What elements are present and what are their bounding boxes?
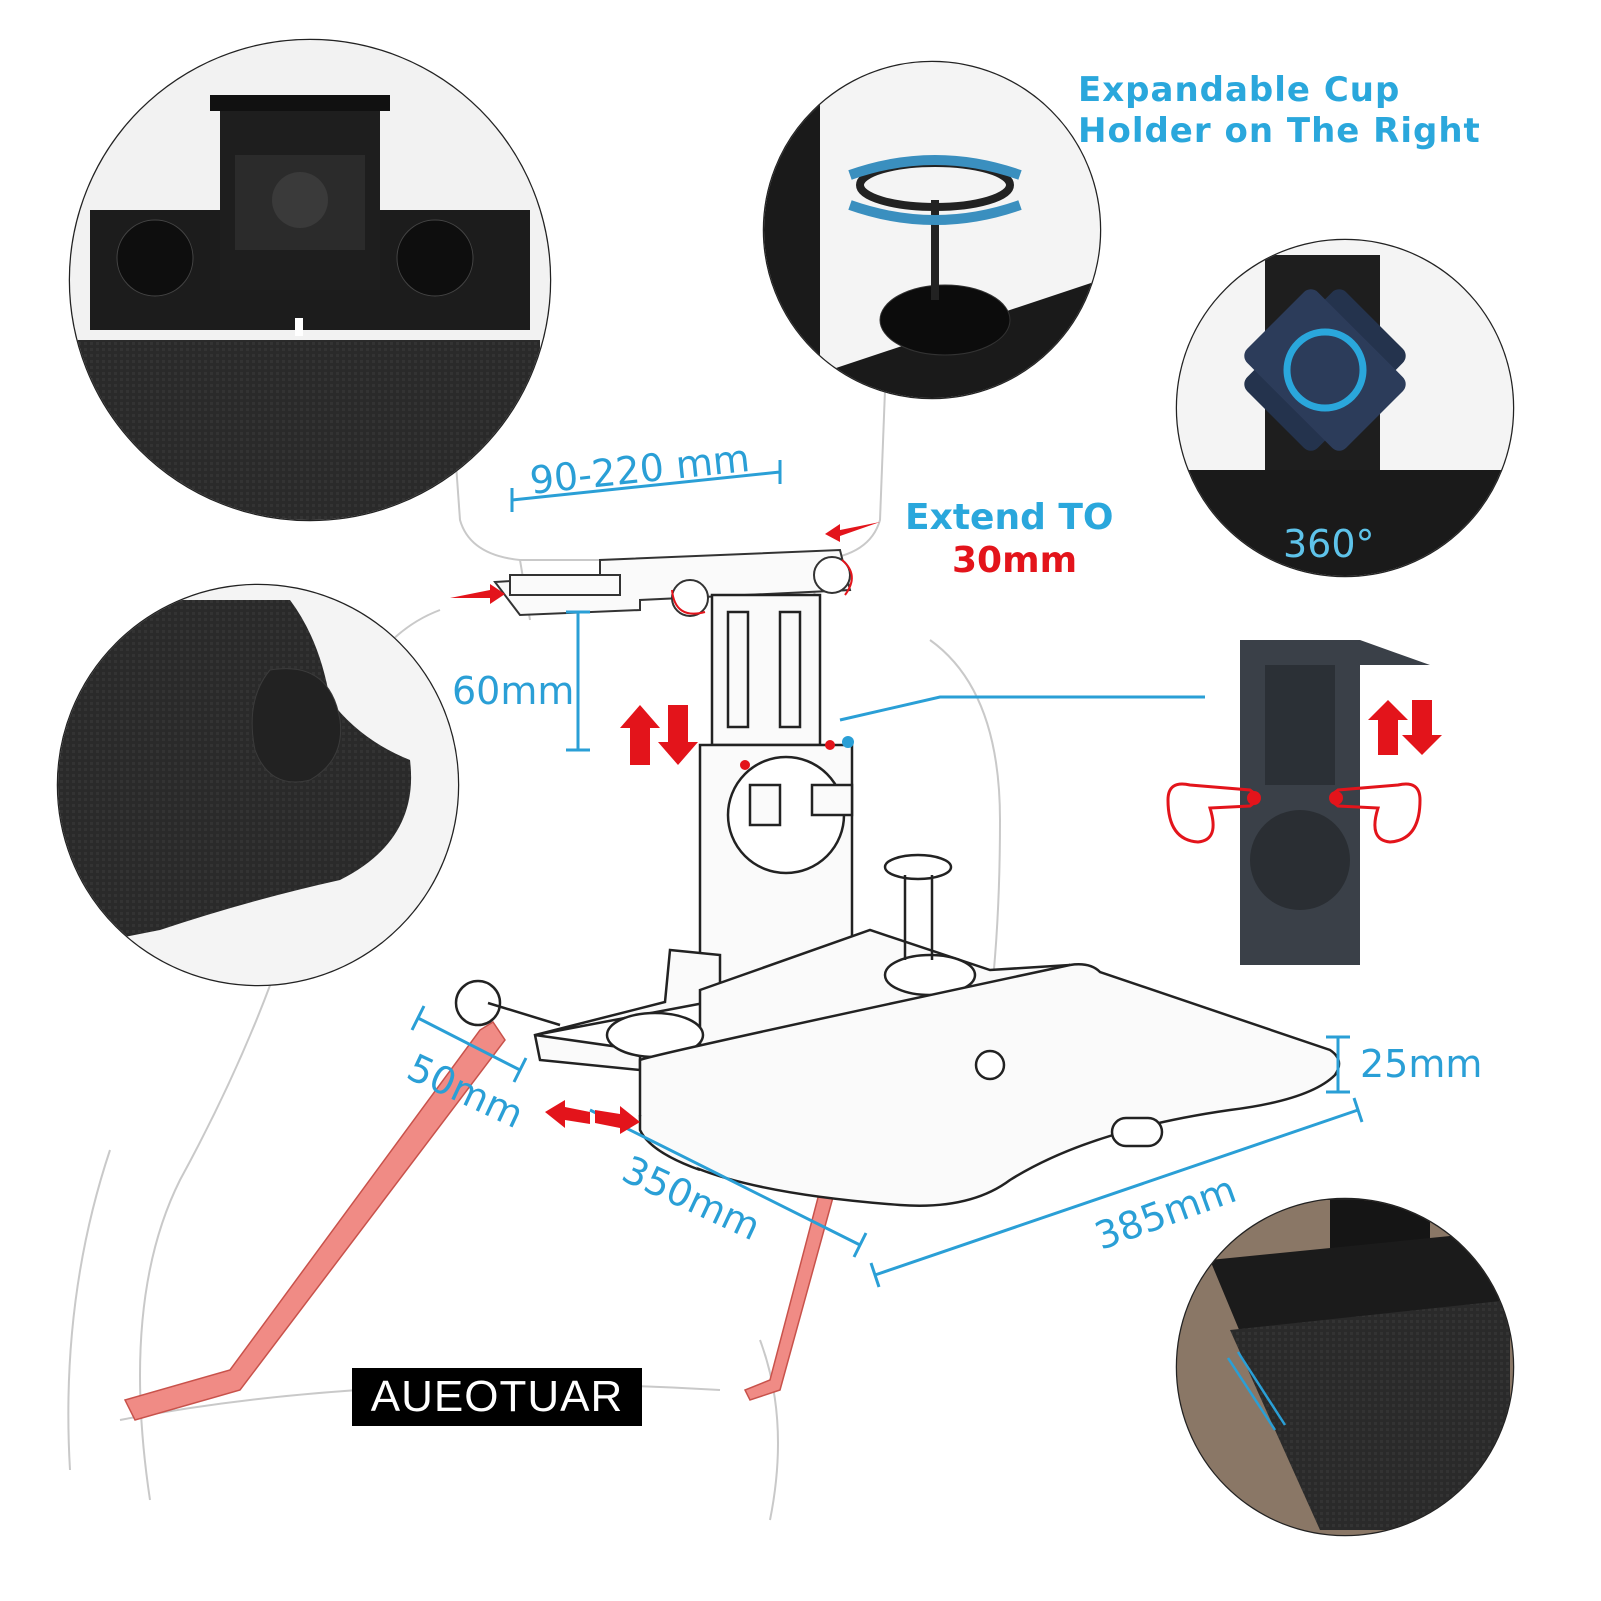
cup-holder-heading-line1: Expandable Cup <box>1078 70 1401 110</box>
detail-cup-holder <box>762 60 1102 400</box>
rotation-label: 360° <box>1283 522 1375 566</box>
extend-value: 30mm <box>952 540 1078 581</box>
cup-holder-heading: Expandable Cup Holder on The Right <box>1078 70 1481 153</box>
tray-base <box>454 853 1071 1072</box>
support-post <box>698 593 854 987</box>
tray-depth-label: 25mm <box>1360 1042 1483 1086</box>
release-button <box>1247 791 1261 805</box>
detail-phone-rotation <box>1175 238 1515 578</box>
connector-dot <box>842 736 854 748</box>
headrest-clamp <box>493 548 852 617</box>
dimension-lines <box>410 460 1364 1288</box>
up-down-arrows-icon <box>1368 700 1442 755</box>
detail-material-edge <box>56 583 460 987</box>
extend-label: Extend TO <box>905 497 1114 538</box>
height-adjust-label: 60mm <box>452 669 575 713</box>
slide-arrows-icon <box>450 522 880 1134</box>
detail-sliding-tray <box>1175 1197 1515 1537</box>
detail-tray-topview <box>68 38 552 522</box>
brand-logo: AUEOTUAR <box>352 1368 642 1426</box>
press-finger-icon <box>1166 782 1422 844</box>
up-down-arrows-icon <box>620 705 698 765</box>
rotate-icon <box>671 559 853 615</box>
cup-holder-heading-line2: Holder on The Right <box>1078 111 1481 152</box>
release-button <box>1329 791 1343 805</box>
